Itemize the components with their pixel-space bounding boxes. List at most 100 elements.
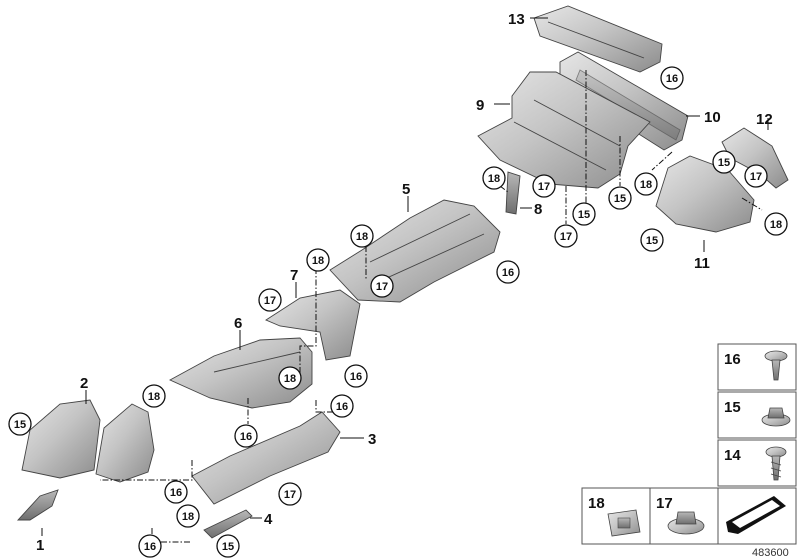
part-number-7: 7 xyxy=(290,267,298,284)
svg-text:15: 15 xyxy=(724,399,741,416)
svg-text:17: 17 xyxy=(750,171,762,183)
legend-item-15: 15 xyxy=(717,391,797,439)
svg-text:15: 15 xyxy=(222,541,234,553)
part-number-13: 13 xyxy=(508,11,525,28)
part-number-5: 5 xyxy=(402,181,410,198)
screw-icon xyxy=(765,446,787,481)
legend-item-14: 14 xyxy=(717,439,797,487)
hex-nut-icon xyxy=(761,407,791,427)
legend-item-17: 17 xyxy=(649,487,719,545)
push-rivet-icon xyxy=(764,350,788,381)
heat-shield-part-5 xyxy=(329,199,501,303)
callout-15: 15 xyxy=(608,186,632,210)
callout-15: 15 xyxy=(572,202,596,226)
flange-nut-icon xyxy=(667,511,705,535)
part-number-8: 8 xyxy=(534,201,542,218)
wedge-arrow-icon xyxy=(726,496,786,534)
svg-text:17: 17 xyxy=(560,231,572,243)
part-number-11: 11 xyxy=(694,255,710,272)
fastener-legend: 16 15 14 18 xyxy=(581,343,797,559)
callout-18: 18 xyxy=(176,504,200,528)
svg-text:16: 16 xyxy=(336,401,348,413)
callout-15: 15 xyxy=(712,150,736,174)
clip-nut-icon xyxy=(607,509,641,537)
svg-text:16: 16 xyxy=(170,487,182,499)
part-number-1: 1 xyxy=(36,537,44,554)
callout-17: 17 xyxy=(258,288,282,312)
svg-text:16: 16 xyxy=(144,541,156,553)
heat-shield-part-4 xyxy=(203,509,253,539)
svg-text:18: 18 xyxy=(588,495,605,512)
part-numbers: 13 9 10 12 11 8 5 7 6 3 2 4 1 xyxy=(36,11,773,554)
callout-16: 16 xyxy=(164,480,188,504)
heat-shield-part-1 xyxy=(16,489,59,521)
svg-text:17: 17 xyxy=(656,495,673,512)
callout-16: 16 xyxy=(138,534,162,558)
callout-15: 15 xyxy=(640,228,664,252)
callout-17: 17 xyxy=(370,274,394,298)
callout-18: 18 xyxy=(634,172,658,196)
svg-text:15: 15 xyxy=(578,209,590,221)
heat-shield-part-13 xyxy=(533,5,663,73)
heat-shield-part-3 xyxy=(191,411,341,505)
heat-shield-part-6 xyxy=(168,337,313,409)
svg-text:16: 16 xyxy=(350,371,362,383)
callout-18: 18 xyxy=(278,366,302,390)
svg-text:18: 18 xyxy=(640,179,652,191)
part-number-12: 12 xyxy=(756,111,773,128)
callout-18: 18 xyxy=(306,248,330,272)
svg-text:15: 15 xyxy=(614,193,626,205)
svg-text:17: 17 xyxy=(538,181,550,193)
svg-text:17: 17 xyxy=(376,281,388,293)
callout-16: 16 xyxy=(344,364,368,388)
part-number-6: 6 xyxy=(234,315,242,332)
svg-text:18: 18 xyxy=(148,391,160,403)
file-number: 483600 xyxy=(752,547,789,559)
svg-text:15: 15 xyxy=(718,157,730,169)
callout-16: 16 xyxy=(496,260,520,284)
callout-18: 18 xyxy=(142,384,166,408)
leader-lines xyxy=(41,17,769,536)
svg-text:18: 18 xyxy=(284,373,296,385)
heat-shield-part-11 xyxy=(655,155,755,233)
callout-18: 18 xyxy=(482,166,506,190)
callout-17: 17 xyxy=(554,224,578,248)
svg-text:18: 18 xyxy=(312,255,324,267)
legend-item-shim xyxy=(717,487,797,545)
legend-item-16: 16 xyxy=(717,343,797,391)
callout-17: 17 xyxy=(278,482,302,506)
part-number-2: 2 xyxy=(80,375,88,392)
heat-shield-part-7 xyxy=(265,289,361,361)
callout-18: 18 xyxy=(350,224,374,248)
svg-text:17: 17 xyxy=(264,295,276,307)
callouts: 16 16 16 16 16 16 16 15 15 15 15 15 15 1… xyxy=(8,66,788,558)
assembly-lines xyxy=(100,70,763,543)
callout-16: 16 xyxy=(660,66,684,90)
callout-15: 15 xyxy=(8,412,32,436)
svg-text:16: 16 xyxy=(666,73,678,85)
svg-text:18: 18 xyxy=(488,173,500,185)
svg-text:15: 15 xyxy=(646,235,658,247)
svg-text:14: 14 xyxy=(724,447,741,464)
part-number-4: 4 xyxy=(264,511,273,528)
heat-shield-part-8 xyxy=(505,171,521,215)
svg-text:18: 18 xyxy=(182,511,194,523)
callout-15: 15 xyxy=(216,534,240,558)
svg-text:18: 18 xyxy=(356,231,368,243)
callout-17: 17 xyxy=(532,174,556,198)
heat-shield-part-2 xyxy=(21,399,155,483)
part-number-10: 10 xyxy=(704,109,721,126)
callout-16: 16 xyxy=(330,394,354,418)
legend-item-18: 18 xyxy=(581,487,651,545)
svg-text:18: 18 xyxy=(770,219,782,231)
callout-18: 18 xyxy=(764,212,788,236)
svg-text:16: 16 xyxy=(240,431,252,443)
part-number-9: 9 xyxy=(476,97,484,114)
svg-text:17: 17 xyxy=(284,489,296,501)
callout-17: 17 xyxy=(744,164,768,188)
svg-text:16: 16 xyxy=(502,267,514,279)
callout-16: 16 xyxy=(234,424,258,448)
part-number-3: 3 xyxy=(368,431,376,448)
svg-text:15: 15 xyxy=(14,419,26,431)
